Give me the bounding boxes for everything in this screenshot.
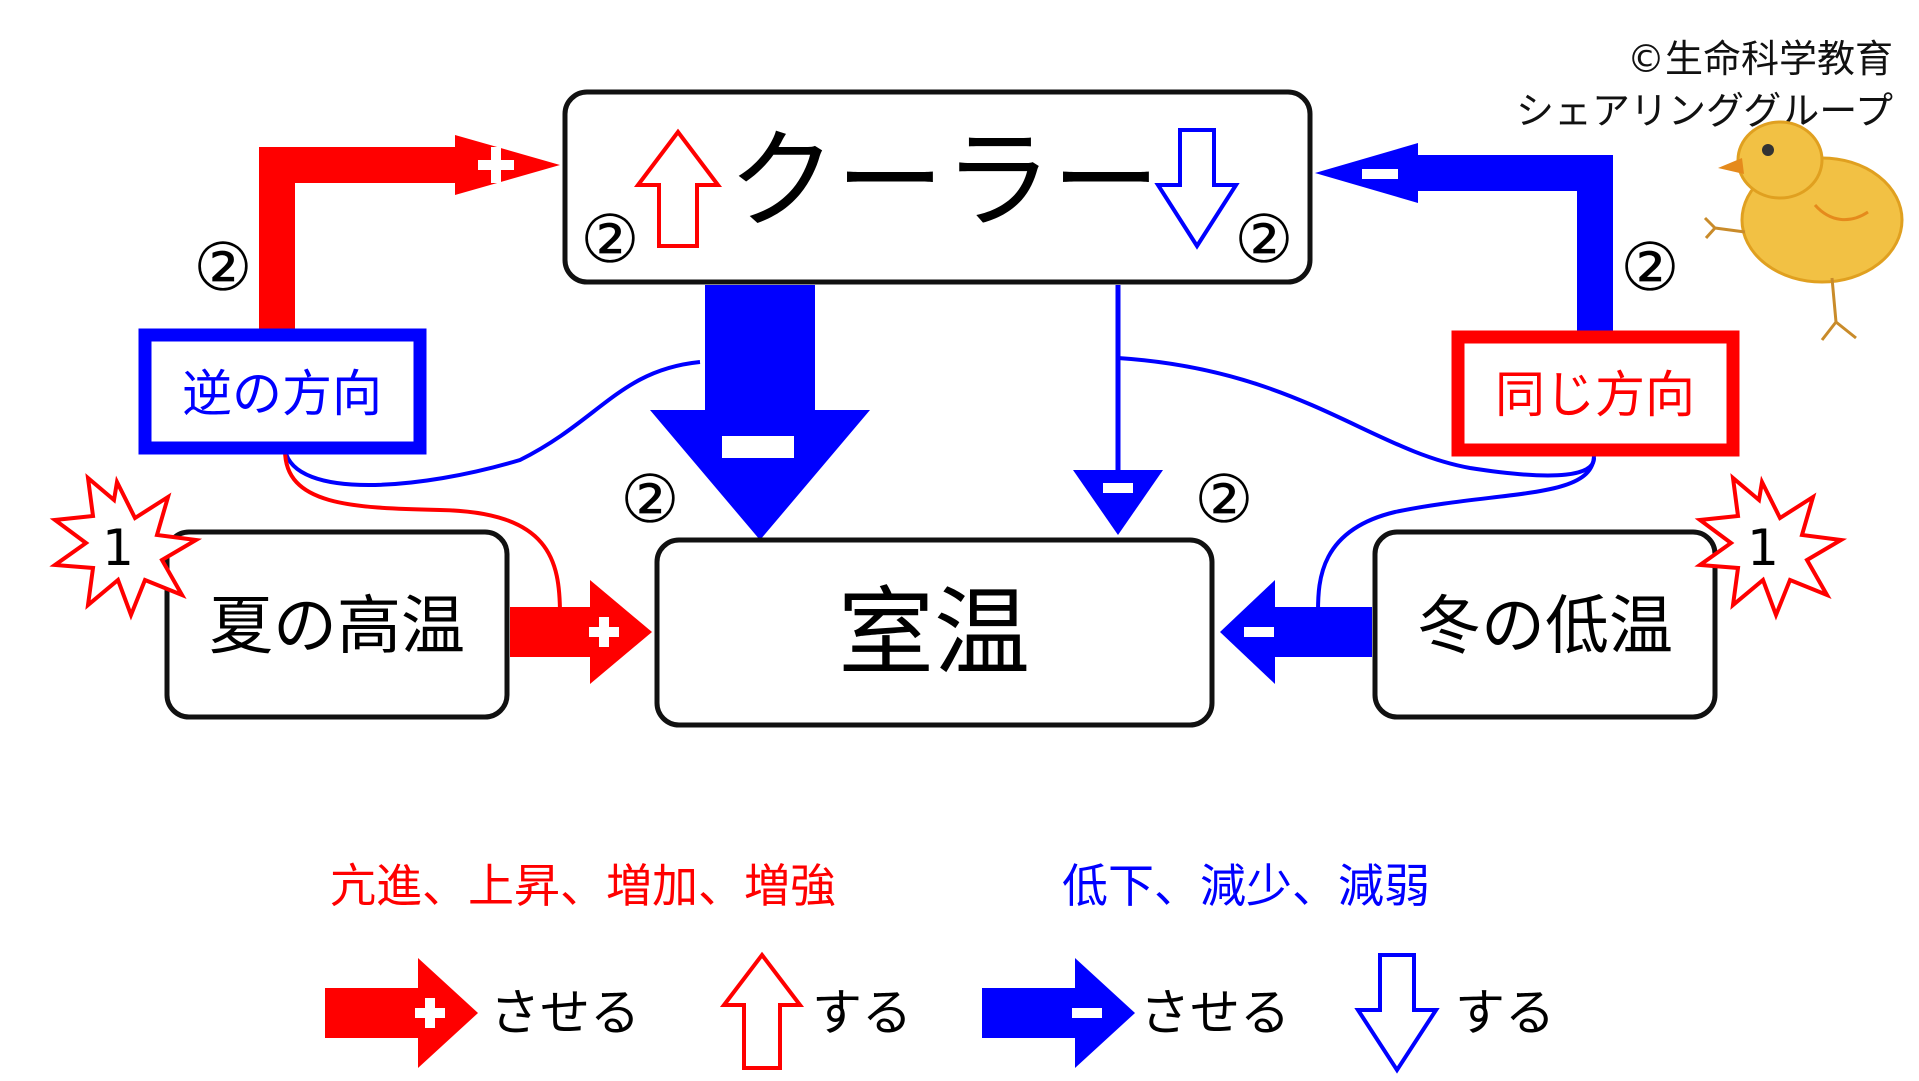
blue-curve-right-to-room xyxy=(1316,454,1596,613)
same-direction-box xyxy=(1451,330,1740,457)
summer-heat-label: 夏の高温 xyxy=(209,590,465,664)
cooler-label: クーラー xyxy=(728,119,1160,244)
blue-curve-left-to-cooler-arrow xyxy=(283,360,701,487)
legend-itself-increase-label: する xyxy=(812,984,912,1042)
blue-connector-right xyxy=(1418,155,1613,335)
step1-label-winter: 1 xyxy=(1747,519,1779,577)
starburst-icon-winter xyxy=(1694,473,1848,621)
room-temp-box xyxy=(654,537,1215,728)
summer-red-arrowhead xyxy=(590,580,652,684)
opposite-direction-box xyxy=(138,328,427,455)
winter-cold-label: 冬の低温 xyxy=(1417,590,1673,664)
step2-marker-big-arrow: ② xyxy=(620,461,679,538)
legend-decrease-terms: 低下、減少、減弱 xyxy=(1062,859,1430,913)
starburst-marker-summer: 1 xyxy=(49,473,203,621)
minus-sign-right-top xyxy=(1362,169,1398,179)
legend-hollow-down-arrow-icon xyxy=(1354,953,1440,1074)
room-temp-label: 室温 xyxy=(838,577,1030,689)
legend-blue-minus-arrow-icon xyxy=(982,958,1135,1068)
red-connector-left xyxy=(259,147,455,335)
step1-label-summer: 1 xyxy=(102,519,134,577)
legend-cause-decrease-label: させる xyxy=(1140,984,1290,1042)
chick-mascot-icon xyxy=(1703,120,1904,341)
legend-cause-increase-label: させる xyxy=(490,984,640,1042)
winter-blue-arrow-shaft xyxy=(1272,607,1372,657)
winter-cold-box xyxy=(1372,529,1718,720)
starburst-marker-winter: 1 xyxy=(1694,473,1848,621)
step2-marker-cooler-right: ② xyxy=(1234,201,1293,278)
starburst-icon-summer xyxy=(49,473,203,621)
thin-blue-arrowhead xyxy=(1073,470,1163,535)
plus-sign-summer xyxy=(589,617,619,647)
summer-heat-box xyxy=(164,529,510,720)
step2-marker-thin-arrow: ② xyxy=(1194,461,1253,538)
down-arrow-icon-cooler xyxy=(1154,128,1240,250)
blue-curve-right-to-cooler xyxy=(1117,356,1596,478)
minus-sign-thin-arrow xyxy=(1103,483,1133,493)
same-direction-label: 同じ方向 xyxy=(1495,366,1695,424)
opposite-direction-label: 逆の方向 xyxy=(182,365,382,423)
legend-itself-decrease-label: する xyxy=(1455,984,1555,1042)
credit-line-1: ©生命科学教育 xyxy=(1627,37,1893,81)
cooler-box xyxy=(562,89,1313,285)
step2-marker-cooler-left: ② xyxy=(580,201,639,278)
minus-sign-winter xyxy=(1244,627,1274,637)
legend-red-plus-arrow-icon xyxy=(325,958,478,1068)
minus-sign-big-arrow xyxy=(722,436,794,458)
summer-red-arrow-shaft xyxy=(510,607,592,657)
plus-sign-left-top xyxy=(478,147,514,183)
step2-marker-left-connector: ② xyxy=(193,229,252,306)
big-blue-arrow-shaft xyxy=(705,285,815,410)
legend-increase-terms: 亢進、上昇、増加、増強 xyxy=(330,859,836,913)
big-blue-arrowhead xyxy=(650,410,870,540)
legend-hollow-up-arrow-icon xyxy=(719,951,805,1070)
up-arrow-icon-cooler xyxy=(633,128,723,248)
step2-marker-right-connector: ② xyxy=(1620,229,1679,306)
credit-line-2: シェアリンググループ xyxy=(1516,89,1893,133)
red-curve-left-to-room xyxy=(283,449,562,616)
